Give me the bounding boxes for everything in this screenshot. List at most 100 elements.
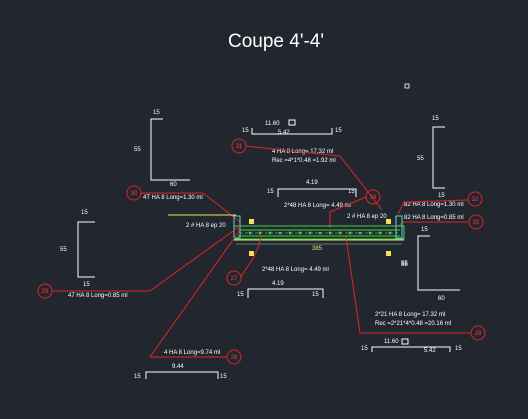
bubble-34 — [365, 189, 381, 205]
rebar-detail-28b: 4 HA 8 Long=9.74 ml 28 9.44 15 15 — [134, 229, 242, 380]
bubble-27 — [226, 270, 242, 286]
label-ep-right: 2 # HA 8 ep 20 — [347, 214, 387, 220]
label-34: 2*48 HA 8 Long= 4.49 ml — [284, 203, 351, 209]
bubble-31 — [231, 138, 247, 154]
leader-27 — [240, 235, 263, 278]
rebar-detail-29: 15 55 15 47 HA 8 Long=0.85 ml 29 — [37, 210, 241, 299]
dim-28a-len2: 5.42 — [424, 348, 436, 354]
dim-31-len1: 11.60 — [265, 121, 280, 127]
slab-end-right — [395, 215, 403, 239]
dim-28a-side-left: 15 — [361, 346, 368, 352]
marker-top-center — [404, 83, 410, 89]
rebar-detail-33: 82 HA 8 Long=0.85 ml 33 15 55 60 — [397, 214, 484, 302]
drawing-title: Coupe 4'-4' — [228, 31, 324, 52]
label-27: 2*48 HA 8 Long= 4.49 ml — [262, 267, 329, 273]
dim-28a-side-right: 15 — [455, 346, 462, 352]
leader-33 — [397, 221, 468, 227]
rebar-dots — [248, 231, 392, 235]
dim-33-side: 55 — [401, 261, 408, 267]
bar-shape-33 — [417, 235, 460, 291]
dim-30-bottom: 60 — [170, 182, 177, 188]
rebar-detail-27: 27 2*48 HA 8 Long= 4.49 ml 4.19 15 15 — [226, 235, 329, 298]
bar-shape-28b — [145, 371, 219, 379]
bubble-28b-label: 28 — [231, 355, 238, 361]
label-28a-line2: Rec =2*21*4*0.48 =20.16 ml — [375, 321, 451, 327]
dim-27-top: 4.19 — [272, 281, 284, 287]
slab-end-left — [233, 215, 241, 239]
bar-shape-31 — [251, 128, 333, 135]
dim-28a-len1: 11.60 — [384, 339, 399, 345]
leader-34 — [329, 196, 367, 228]
rebar-detail-28a: 2*21 HA 8 Long= 17.32 ml Rec =2*21*4*0.4… — [345, 236, 486, 354]
label-32: 82 HA 8 Long=1.30 ml — [404, 202, 464, 208]
marker-square-left — [249, 219, 254, 224]
rebar-detail-32: 15 55 15 82 HA 8 Long=1.30 ml 32 — [397, 116, 483, 215]
dim-27-side-right: 15 — [312, 292, 319, 298]
dim-28b-side-left: 15 — [134, 374, 141, 380]
rebar-detail-31: 11.60 5.42 15 15 4 HA 8 Long= 17.32 ml R… — [231, 119, 383, 211]
bar-shape-28a — [371, 346, 451, 352]
label-28b: 4 HA 8 Long=9.74 ml — [164, 350, 220, 356]
bubble-27-label: 27 — [231, 276, 238, 282]
bubble-28b — [226, 349, 242, 365]
dim-span: 385 — [312, 246, 323, 252]
rebar-detail-30: 15 55 60 4T HA 8 Long=1.30 ml 30 — [126, 110, 241, 223]
bubble-31-label: 31 — [236, 144, 243, 150]
leader-28b — [149, 229, 241, 358]
dim-28b-len: 9.44 — [172, 364, 184, 370]
marker-28a — [401, 338, 409, 345]
marker-31 — [288, 119, 296, 126]
bubble-33 — [468, 214, 484, 230]
bubble-28a — [470, 325, 486, 341]
label-ep-left: 2 # HA 8 ep 20 — [186, 223, 226, 229]
label-29: 47 HA 8 Long=0.85 ml — [68, 293, 128, 299]
bubble-28a-label: 28 — [475, 331, 482, 337]
dim-28b-side-right: 15 — [220, 374, 227, 380]
dim-27-side-left: 15 — [237, 292, 244, 298]
dim-30-top: 15 — [153, 110, 160, 116]
bar-shape-32 — [432, 126, 445, 189]
label-33: 82 HA 8 Long=0.85 ml — [404, 215, 464, 221]
dim-34-side-left: 15 — [267, 189, 274, 195]
label-30: 4T HA 8 Long=1.30 ml — [143, 195, 203, 201]
dim-32-side: 55 — [417, 156, 424, 162]
dim-29-bottom: 15 — [83, 282, 90, 288]
bubble-34-label: 34 — [370, 195, 377, 201]
dim-33-top: 15 — [421, 227, 428, 233]
leader-29 — [52, 225, 241, 292]
marker-square-left-low — [249, 251, 254, 256]
plan-markers — [404, 83, 410, 89]
marker-square-right — [386, 219, 391, 224]
dim-30-side: 55 — [134, 147, 141, 153]
dim-32-bottom: 15 — [438, 193, 445, 199]
label-31-line2: Rec =4*1*0.48 =1.92 ml — [272, 158, 336, 164]
dim-34-side-right: 15 — [348, 189, 355, 195]
bubble-29-label: 29 — [42, 289, 49, 295]
bar-shape-34 — [277, 188, 357, 197]
slab-section: 385 2 # HA 8 ep 20 2 # HA 8 ep 20 55 — [168, 214, 408, 268]
dim-34-top: 4.19 — [306, 180, 318, 186]
dim-31-len2: 5.42 — [278, 130, 290, 136]
dim-31-side-left: 15 — [242, 128, 249, 134]
dim-32-top: 15 — [432, 116, 439, 122]
leader-28a — [345, 236, 471, 334]
dim-29-side: 55 — [60, 247, 67, 253]
bubble-32 — [467, 191, 483, 207]
bar-shape-29 — [77, 221, 95, 278]
bubble-30-label: 30 — [131, 191, 138, 197]
dim-33-bottom: 60 — [438, 296, 445, 302]
rebar-detail-34: 4.19 15 15 2*48 HA 8 Long= 4.49 ml 34 — [267, 180, 381, 228]
bubble-29 — [37, 283, 53, 299]
leader-30 — [141, 192, 241, 223]
bubble-32-label: 32 — [472, 197, 479, 203]
bar-shape-27 — [247, 288, 324, 298]
leader-31 — [245, 145, 383, 211]
dim-right-55: 55 — [401, 262, 408, 268]
bubble-30 — [126, 185, 142, 201]
label-28a-line1: 2*21 HA 8 Long= 17.32 ml — [375, 312, 445, 318]
leader-32 — [397, 199, 469, 215]
marker-square-right-low — [386, 251, 391, 256]
bubble-33-label: 33 — [473, 220, 480, 226]
dim-31-side-right: 15 — [335, 128, 342, 134]
